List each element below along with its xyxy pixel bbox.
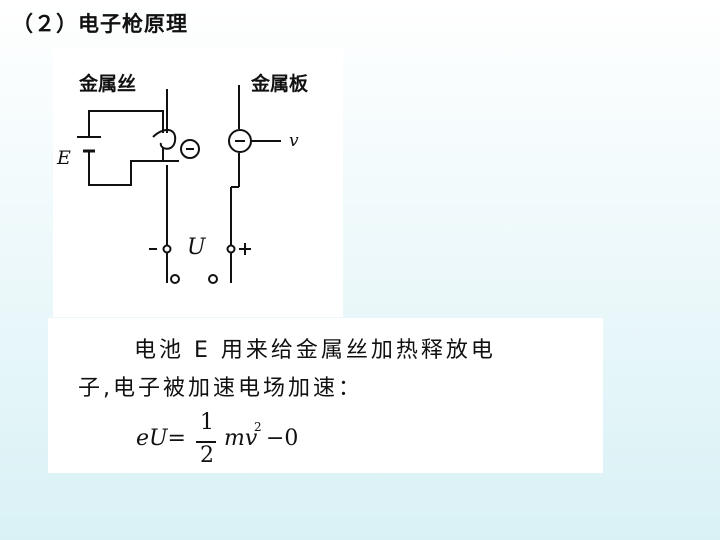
explanation-box: 电池 E 用来给金属丝加热释放电 子,电子被加速电场加速： eU= 1 2 mv…: [48, 318, 603, 473]
formula-numerator: 1: [200, 410, 214, 435]
page-title: （２）电子枪原理: [12, 12, 188, 36]
formula-exponent: 2: [254, 420, 262, 434]
metal-wire-label: 金属丝: [79, 73, 137, 95]
circuit-drawing: [77, 85, 281, 284]
formula-mv: mv: [224, 426, 258, 451]
electron-gun-diagram: 金属丝 金属板 E v U: [53, 49, 343, 317]
formula-lhs: eU=: [136, 426, 186, 451]
explanation-line-2: 子,电子被加速电场加速：: [78, 376, 363, 401]
voltage-label: U: [187, 235, 206, 260]
explanation-line-1: 电池 E 用来给金属丝加热释放电: [134, 338, 496, 363]
battery-label: E: [57, 147, 71, 169]
metal-plate-label: 金属板: [251, 73, 309, 95]
velocity-label: v: [289, 131, 299, 151]
formula-tail: −0: [266, 426, 299, 451]
fraction-bar: [196, 441, 216, 443]
formula-denominator: 2: [200, 443, 214, 468]
